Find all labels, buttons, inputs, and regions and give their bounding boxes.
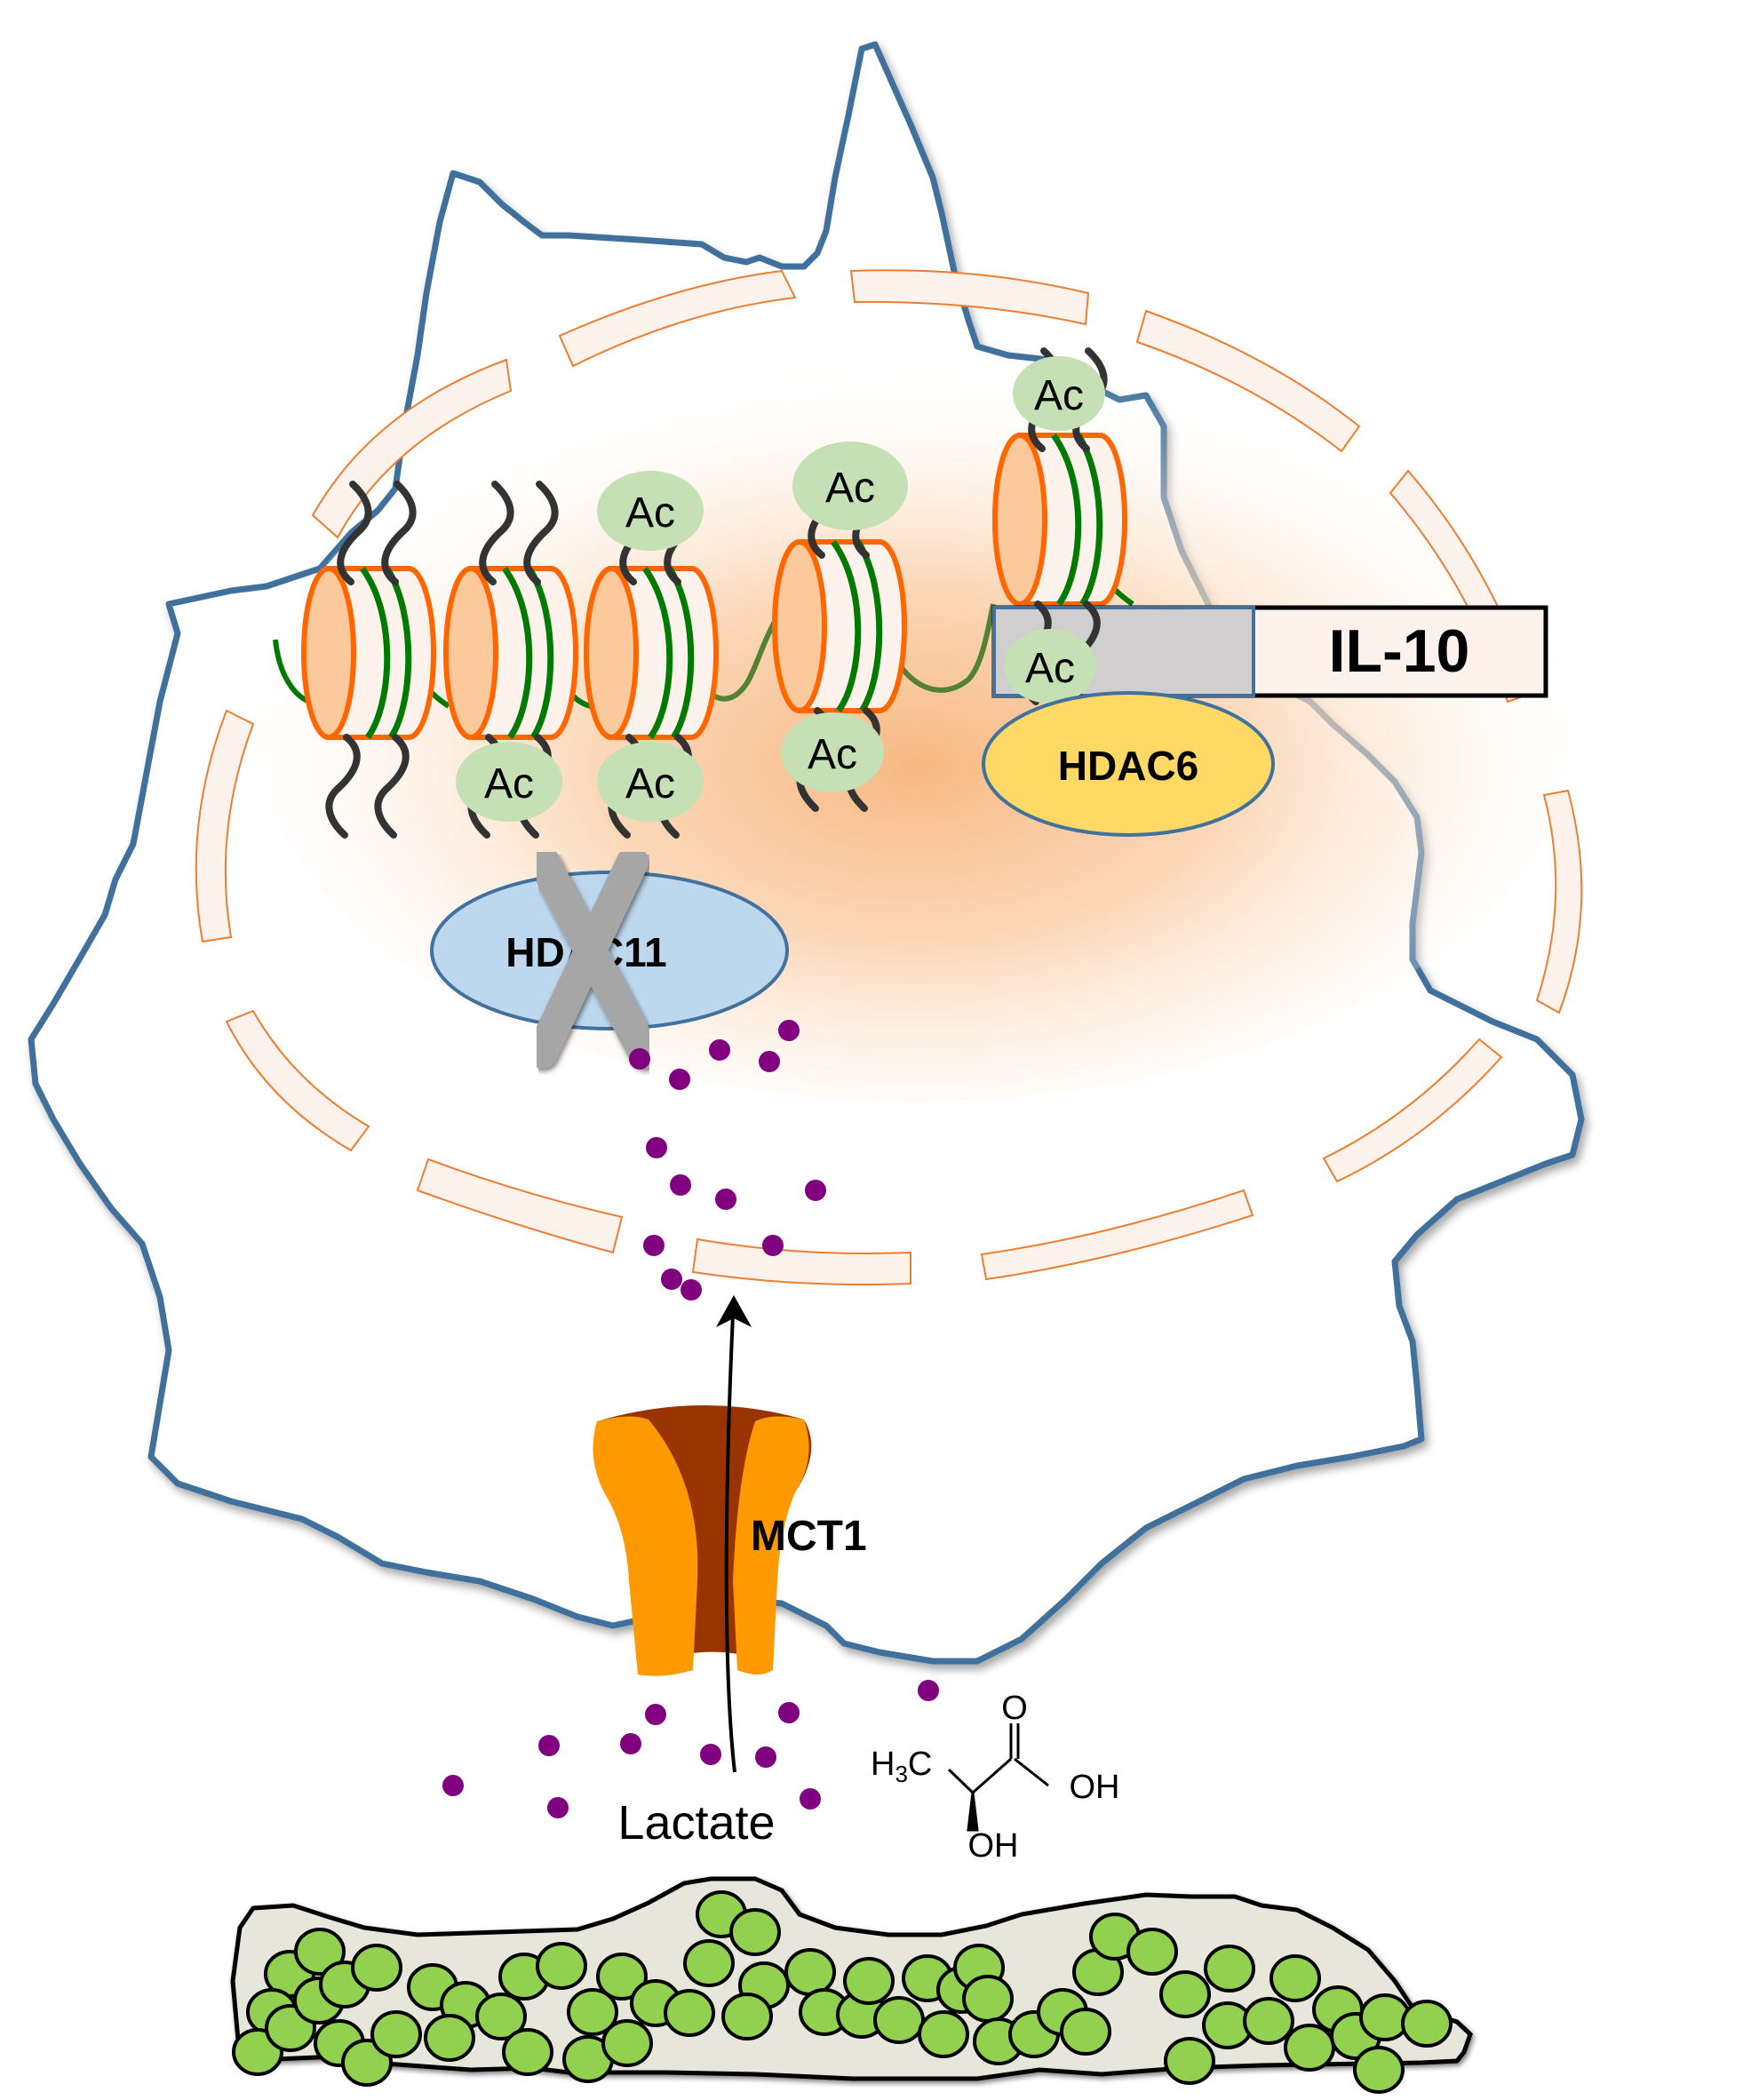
- tissue-cell: [1204, 1945, 1255, 1993]
- uptake-arrow: [716, 1295, 752, 1773]
- svg-text:Ac: Ac: [625, 489, 675, 537]
- tissue-cell: [784, 1948, 836, 1996]
- lactate-molecules: [442, 1020, 939, 1818]
- lactate-dot: [759, 1051, 780, 1072]
- lactate-dot: [646, 1137, 667, 1158]
- tissue-cell: [567, 1988, 618, 2036]
- acetyl-badge: Ac: [597, 471, 704, 551]
- lactate-dot: [778, 1020, 800, 1041]
- acetyl-badge: Ac: [1004, 629, 1096, 704]
- svg-text:Ac: Ac: [808, 731, 857, 778]
- svg-text:O: O: [1001, 1690, 1028, 1727]
- tissue-cell: [1243, 1997, 1294, 2045]
- acetyl-badge: Ac: [792, 441, 908, 530]
- tissue-cell: [721, 1993, 773, 2040]
- tissue-cell: [351, 1944, 402, 1992]
- il10-gene: IL-10: [991, 605, 1548, 698]
- tissue-cell: [1353, 2046, 1405, 2094]
- tissue-cell: [370, 2010, 422, 2058]
- svg-text:OH: OH: [1070, 1769, 1120, 1806]
- lactate-dot: [778, 1702, 800, 1723]
- tissue-cell: [962, 1975, 1014, 2023]
- svg-text:MCT1: MCT1: [751, 1513, 867, 1560]
- lactate-dot: [709, 1039, 730, 1061]
- lactate-dot: [442, 1775, 464, 1796]
- acetyl-badge: Ac: [1013, 356, 1105, 431]
- mct1-transporter: MCT1: [593, 1404, 867, 1676]
- svg-text:Ac: Ac: [1025, 645, 1075, 692]
- tissue-cell: [424, 2014, 475, 2062]
- svg-text:HDAC6: HDAC6: [1058, 743, 1198, 789]
- tissue-cell: [843, 1957, 895, 2005]
- svg-text:OH: OH: [968, 1827, 1019, 1865]
- lactate-dot: [669, 1069, 690, 1090]
- mct1-right-lobe: [733, 1416, 809, 1674]
- inhibition-x-icon: [526, 846, 660, 1069]
- tissue-cell: [536, 1942, 587, 1990]
- svg-text:Ac: Ac: [825, 465, 875, 512]
- tissue-cell: [1401, 2000, 1453, 2048]
- lactate-dot: [620, 1733, 641, 1754]
- tissue-cell: [1159, 1970, 1211, 2018]
- lactate-dot: [629, 1048, 650, 1070]
- tissue-cell: [729, 1908, 781, 1956]
- lactate-chemical-structure: H3C O OH OH: [871, 1690, 1120, 1865]
- tissue-cell: [1060, 2008, 1111, 2056]
- tissue-cell: [918, 2010, 969, 2058]
- svg-text:Ac: Ac: [625, 760, 675, 807]
- lactate-dot: [645, 1704, 666, 1725]
- lactate-dot: [547, 1797, 569, 1818]
- tissue-cell: [502, 2028, 553, 2076]
- acetyl-badge: Ac: [781, 712, 884, 792]
- hdac11: HDAC11: [430, 846, 789, 1069]
- lactate-dot: [800, 1788, 821, 1810]
- tissue-cell: [294, 1928, 346, 1976]
- tissue-cell: [601, 2019, 653, 2067]
- hdac6: HDAC6: [982, 691, 1275, 837]
- lactate-dot: [538, 1735, 560, 1756]
- acetyl-groups: Ac Ac Ac Ac Ac Ac Ac: [456, 356, 1105, 822]
- lactate-dot: [681, 1279, 702, 1301]
- lactate-dot: [715, 1189, 736, 1210]
- lactate-dot: [670, 1174, 691, 1196]
- acetyl-badge: Ac: [456, 742, 562, 822]
- svg-text:H3C: H3C: [871, 1746, 932, 1787]
- lactate-dot: [755, 1746, 776, 1768]
- tissue-cell: [1126, 1928, 1178, 1976]
- tissue-cell: [1284, 2024, 1335, 2072]
- lactate-dot: [700, 1744, 721, 1765]
- tissue: [230, 1876, 1473, 2094]
- tissue-cell: [1164, 2037, 1215, 2085]
- tissue-cell: [1270, 1954, 1321, 2002]
- lactate-dot: [661, 1269, 682, 1290]
- svg-text:Ac: Ac: [484, 760, 534, 807]
- tissue-cell: [873, 1996, 925, 2044]
- tissue-cell: [683, 1939, 735, 1987]
- tissue-cell: [664, 1989, 715, 2037]
- lactate-dot: [643, 1235, 665, 1256]
- tissue-cell: [596, 1953, 648, 2001]
- lactate-dot: [918, 1680, 939, 1701]
- lactate-label: Lactate: [617, 1796, 775, 1849]
- lactate-dot: [762, 1235, 784, 1256]
- tissue-cell: [1359, 1993, 1411, 2041]
- il10-label: IL-10: [1329, 617, 1470, 685]
- mct1-left-lobe: [593, 1416, 698, 1676]
- lactate-dot: [805, 1180, 826, 1201]
- acetyl-badge: Ac: [597, 742, 704, 822]
- tissue-cell: [475, 1993, 527, 2040]
- svg-text:Ac: Ac: [1034, 372, 1084, 419]
